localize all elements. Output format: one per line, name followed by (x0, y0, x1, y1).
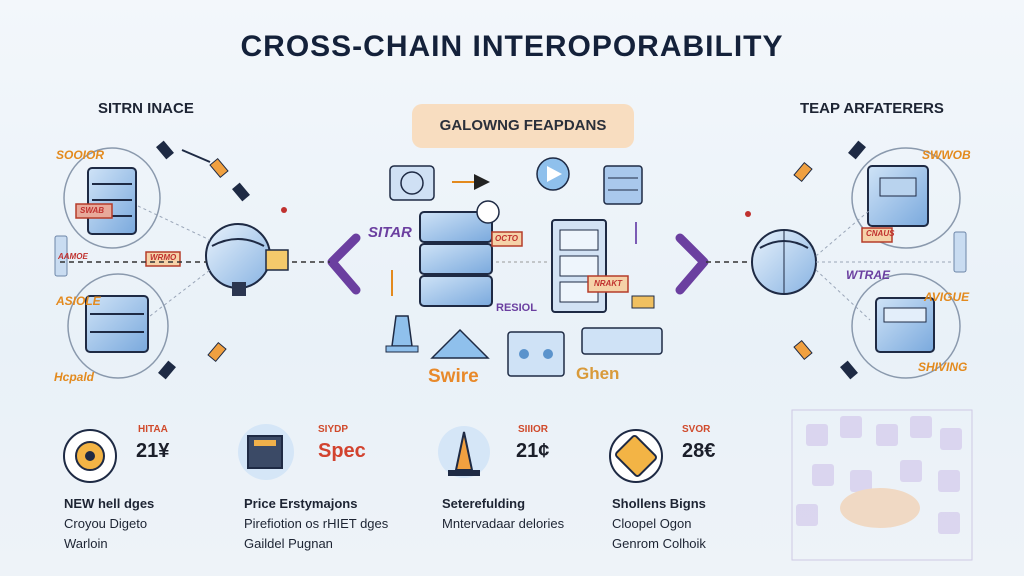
left-tag-2: SWAB (80, 206, 104, 215)
center-network (385, 157, 663, 377)
right-network (745, 140, 967, 380)
right-chevron-icon (675, 233, 709, 295)
left-section-title: SITRN INACE (98, 100, 194, 117)
center-word-ghen: Ghen (576, 364, 620, 383)
left-tag-5: WRMO (150, 253, 177, 262)
right-tag-2: WTRAE (846, 268, 890, 282)
feature-2-label: SIYDP (318, 424, 349, 435)
right-tag-4: SHIVING (918, 360, 968, 374)
feature-4-value: 28€ (682, 440, 716, 462)
feature-4-caption: Shollens Bigns Cloopel Ogon Genrom Colho… (612, 496, 706, 551)
left-tag-4: Hcpald (54, 370, 95, 384)
feature-1-value: 21¥ (136, 440, 170, 462)
feature-4-label: SVOR (682, 424, 711, 435)
left-tag-1: SOOIOR (56, 148, 105, 162)
feature-2-value: Spec (318, 440, 366, 462)
left-tag-3: ASIOLE (56, 294, 101, 308)
feature-1-caption: NEW hell dges Croyou Digeto Warloin (64, 496, 155, 551)
center-tag-3: OCTO (495, 234, 518, 243)
center-tag-1: SITAR (368, 224, 412, 241)
feature-3-value: 21¢ (516, 440, 550, 462)
left-tag-6: AAMOE (58, 252, 88, 261)
left-chevron-icon (327, 233, 361, 295)
right-tag-1: SWWOB (922, 148, 971, 162)
center-box-title: GALOWNG FEAPDANS (412, 104, 634, 148)
center-tag-4: NRAKT (594, 279, 622, 288)
center-tag-2: RESIOL (496, 302, 537, 314)
right-tag-5: CNAUS (866, 229, 895, 238)
right-tag-3: AVIGUE (924, 290, 970, 304)
left-network (54, 140, 289, 380)
feature-3-caption: Seterefulding Mntervadaar delories (442, 496, 565, 531)
center-word-swire: Swire (428, 366, 479, 387)
feature-2-caption: Price Erstymajons Pirefiotion os rHIET d… (244, 496, 389, 551)
page-title: CROSS-CHAIN INTEROPORABILITY (240, 30, 784, 63)
feature-3-label: SIIIOR (518, 424, 549, 435)
feature-icons (63, 424, 663, 483)
right-section-title: TEAP ARFATERERS (800, 100, 944, 117)
decorative-icon-grid (791, 409, 973, 561)
feature-1-label: HITAA (138, 424, 168, 435)
